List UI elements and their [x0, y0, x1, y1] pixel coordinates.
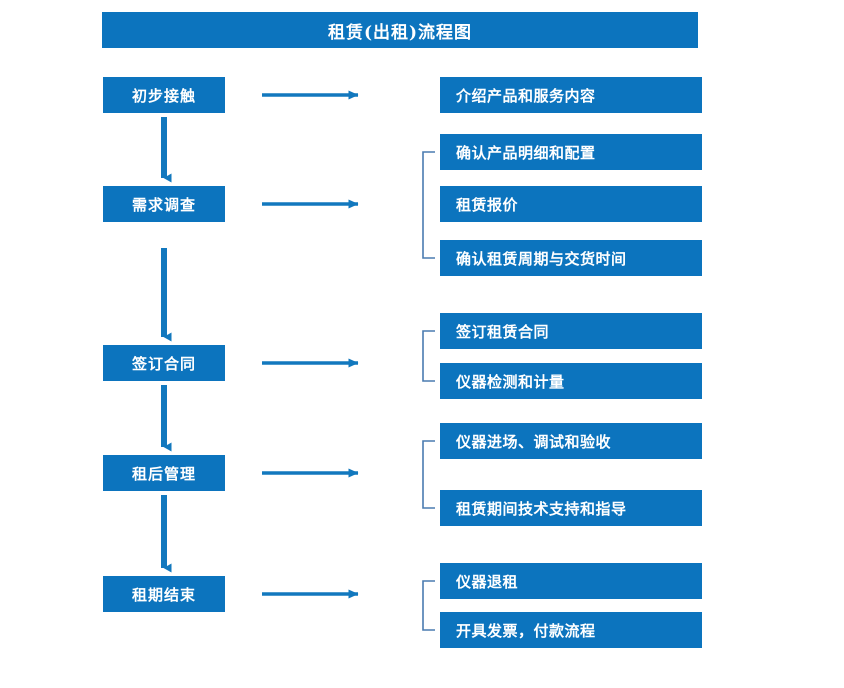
- detail-label: 介绍产品和服务内容: [456, 86, 596, 105]
- detail-label: 签订租赁合同: [456, 322, 550, 341]
- stage-box-3[interactable]: 签订合同: [103, 345, 225, 381]
- detail-label: 仪器退租: [456, 572, 519, 591]
- detail-box-10[interactable]: 开具发票，付款流程: [440, 612, 702, 648]
- page-title: 租赁(出租)流程图: [102, 12, 698, 48]
- stage-box-5[interactable]: 租期结束: [103, 576, 225, 612]
- stage-label: 需求调查: [131, 195, 196, 214]
- stage-label: 初步接触: [131, 86, 196, 105]
- detail-label: 确认产品明细和配置: [456, 143, 596, 162]
- stage-box-2[interactable]: 需求调查: [103, 186, 225, 222]
- detail-box-3[interactable]: 租赁报价: [440, 186, 702, 222]
- bracket-group: [422, 151, 435, 631]
- detail-label: 仪器进场、调试和验收: [456, 432, 612, 451]
- horizontal-arrow-group: [262, 90, 359, 599]
- bracket-group-3: [422, 330, 435, 382]
- detail-label: 仪器检测和计量: [456, 372, 565, 391]
- detail-box-4[interactable]: 确认租赁周期与交货时间: [440, 240, 702, 276]
- bracket-group-4: [422, 440, 435, 509]
- detail-box-2[interactable]: 确认产品明细和配置: [440, 134, 702, 170]
- bracket-group-2: [422, 151, 435, 259]
- stage-box-1[interactable]: 初步接触: [103, 77, 225, 113]
- stage-label: 租后管理: [131, 464, 196, 483]
- detail-box-9[interactable]: 仪器退租: [440, 563, 702, 599]
- detail-label: 确认租赁周期与交货时间: [456, 249, 627, 268]
- detail-box-8[interactable]: 租赁期间技术支持和指导: [440, 490, 702, 526]
- stage-box-4[interactable]: 租后管理: [103, 455, 225, 491]
- detail-label: 租赁报价: [456, 195, 519, 214]
- detail-label: 租赁期间技术支持和指导: [456, 499, 627, 518]
- detail-box-7[interactable]: 仪器进场、调试和验收: [440, 423, 702, 459]
- stage-label: 签订合同: [131, 354, 196, 373]
- detail-box-1[interactable]: 介绍产品和服务内容: [440, 77, 702, 113]
- stage-label: 租期结束: [131, 585, 196, 604]
- detail-box-5[interactable]: 签订租赁合同: [440, 313, 702, 349]
- detail-label: 开具发票，付款流程: [456, 621, 596, 640]
- bracket-group-5: [422, 580, 435, 631]
- detail-box-6[interactable]: 仪器检测和计量: [440, 363, 702, 399]
